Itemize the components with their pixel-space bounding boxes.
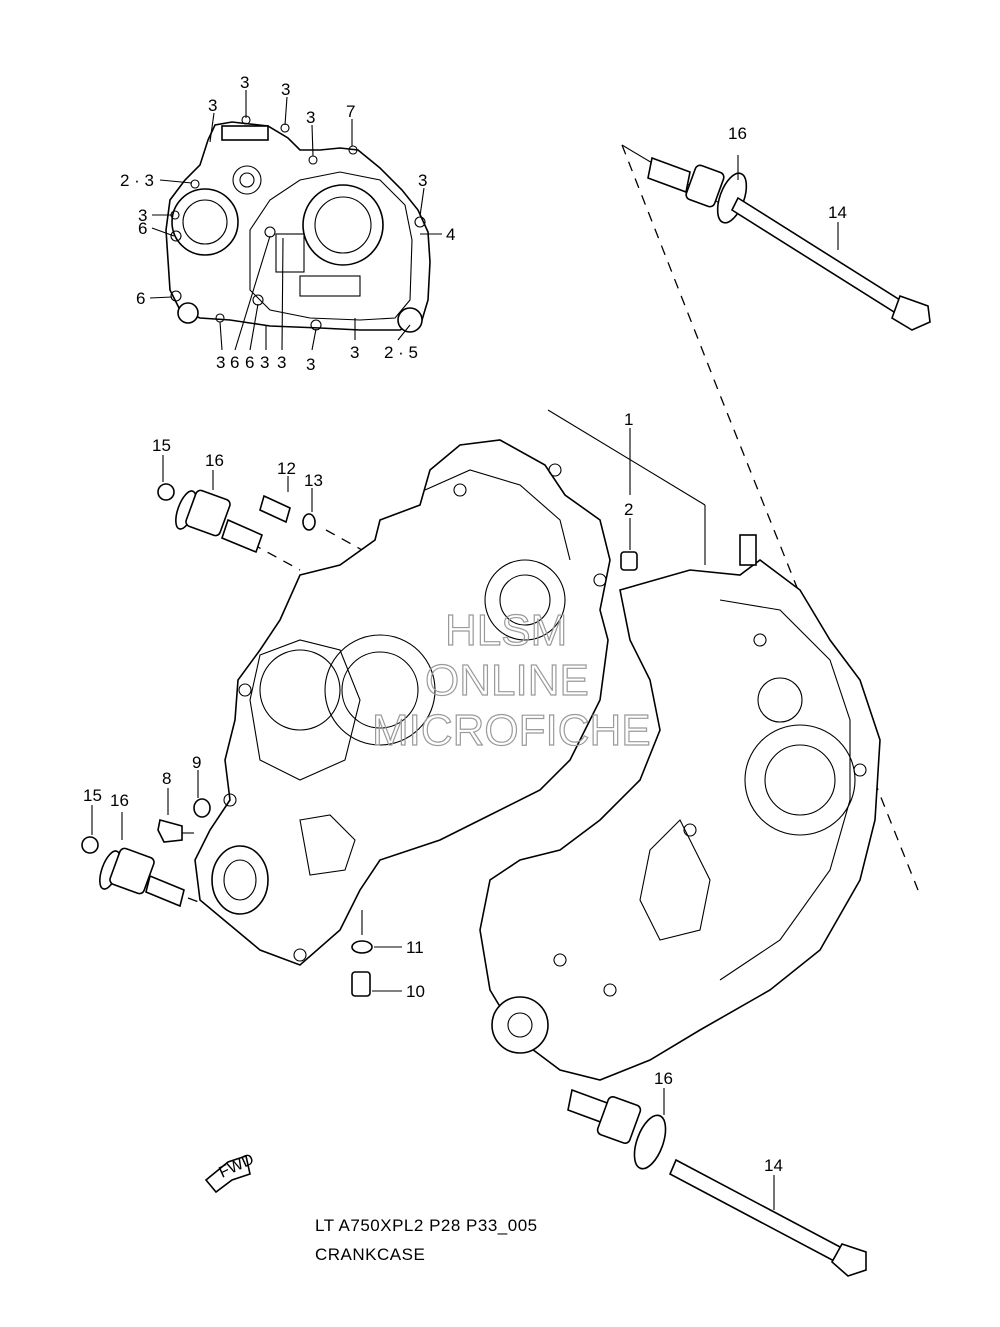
- label-1: 1: [624, 410, 633, 429]
- fwd-arrow-icon: FWD: [204, 1151, 257, 1194]
- label-14: 14: [764, 1156, 783, 1175]
- label-2-5: 2 · 5: [384, 343, 418, 362]
- label-3: 3: [138, 206, 147, 225]
- watermark-line: MICROFICHE: [372, 706, 651, 755]
- left-crankcase-half: [194, 439, 611, 966]
- bottom-right-bolt-assembly: 16 14: [567, 1069, 867, 1277]
- label-15: 15: [152, 436, 171, 455]
- label-3: 3: [306, 355, 315, 374]
- label-6: 6: [230, 353, 239, 372]
- label-3: 3: [281, 80, 290, 99]
- watermark-line: ONLINE: [425, 656, 589, 705]
- label-10: 10: [406, 982, 425, 1001]
- label-3: 3: [277, 353, 286, 372]
- label-16: 16: [728, 124, 747, 143]
- top-right-bolt-assembly: 16 14: [647, 124, 931, 331]
- label-3: 3: [240, 73, 249, 92]
- inset-crankcase-view: 3 3 3 3 7 2 · 3 3 6 6 3 4 3 6 6 3 3 3 3 …: [120, 73, 455, 374]
- watermark-line: HLSM: [445, 606, 567, 655]
- label-13: 13: [304, 471, 323, 490]
- label-9: 9: [192, 753, 201, 772]
- label-16: 16: [205, 451, 224, 470]
- label-8: 8: [162, 769, 171, 788]
- assembly-line: [235, 534, 301, 571]
- label-4: 4: [446, 225, 455, 244]
- mid-left-parts: 8 9 15 16: [81, 753, 211, 908]
- label-15: 15: [83, 786, 102, 805]
- label-3: 3: [208, 96, 217, 115]
- label-16: 16: [110, 791, 129, 810]
- label-12: 12: [277, 459, 296, 478]
- label-6: 6: [138, 219, 147, 238]
- assembly-line: [547, 409, 706, 506]
- label-3: 3: [216, 353, 225, 372]
- label-3: 3: [306, 108, 315, 127]
- label-14: 14: [828, 203, 847, 222]
- right-crankcase-half: [479, 534, 881, 1081]
- label-7: 7: [346, 102, 355, 121]
- label-2-3: 2 · 3: [120, 171, 154, 190]
- drain-plug-parts: 11 10: [351, 910, 425, 1001]
- label-3: 3: [418, 171, 427, 190]
- label-3: 3: [260, 353, 269, 372]
- watermark: HLSM ONLINE MICROFICHE: [371, 605, 651, 755]
- assembly-line: [187, 897, 221, 911]
- label-6: 6: [245, 353, 254, 372]
- label-3: 3: [350, 343, 359, 362]
- label-2: 2: [624, 500, 633, 519]
- diagram-title: CRANKCASE: [315, 1245, 426, 1264]
- label-6: 6: [136, 289, 145, 308]
- upper-left-parts: 15 16 12 13: [152, 436, 323, 554]
- dowel-pin-2: 1 2: [620, 410, 638, 571]
- label-16: 16: [654, 1069, 673, 1088]
- label-11: 11: [406, 938, 424, 957]
- diagram-code: LT A750XPL2 P28 P33_005: [315, 1216, 538, 1235]
